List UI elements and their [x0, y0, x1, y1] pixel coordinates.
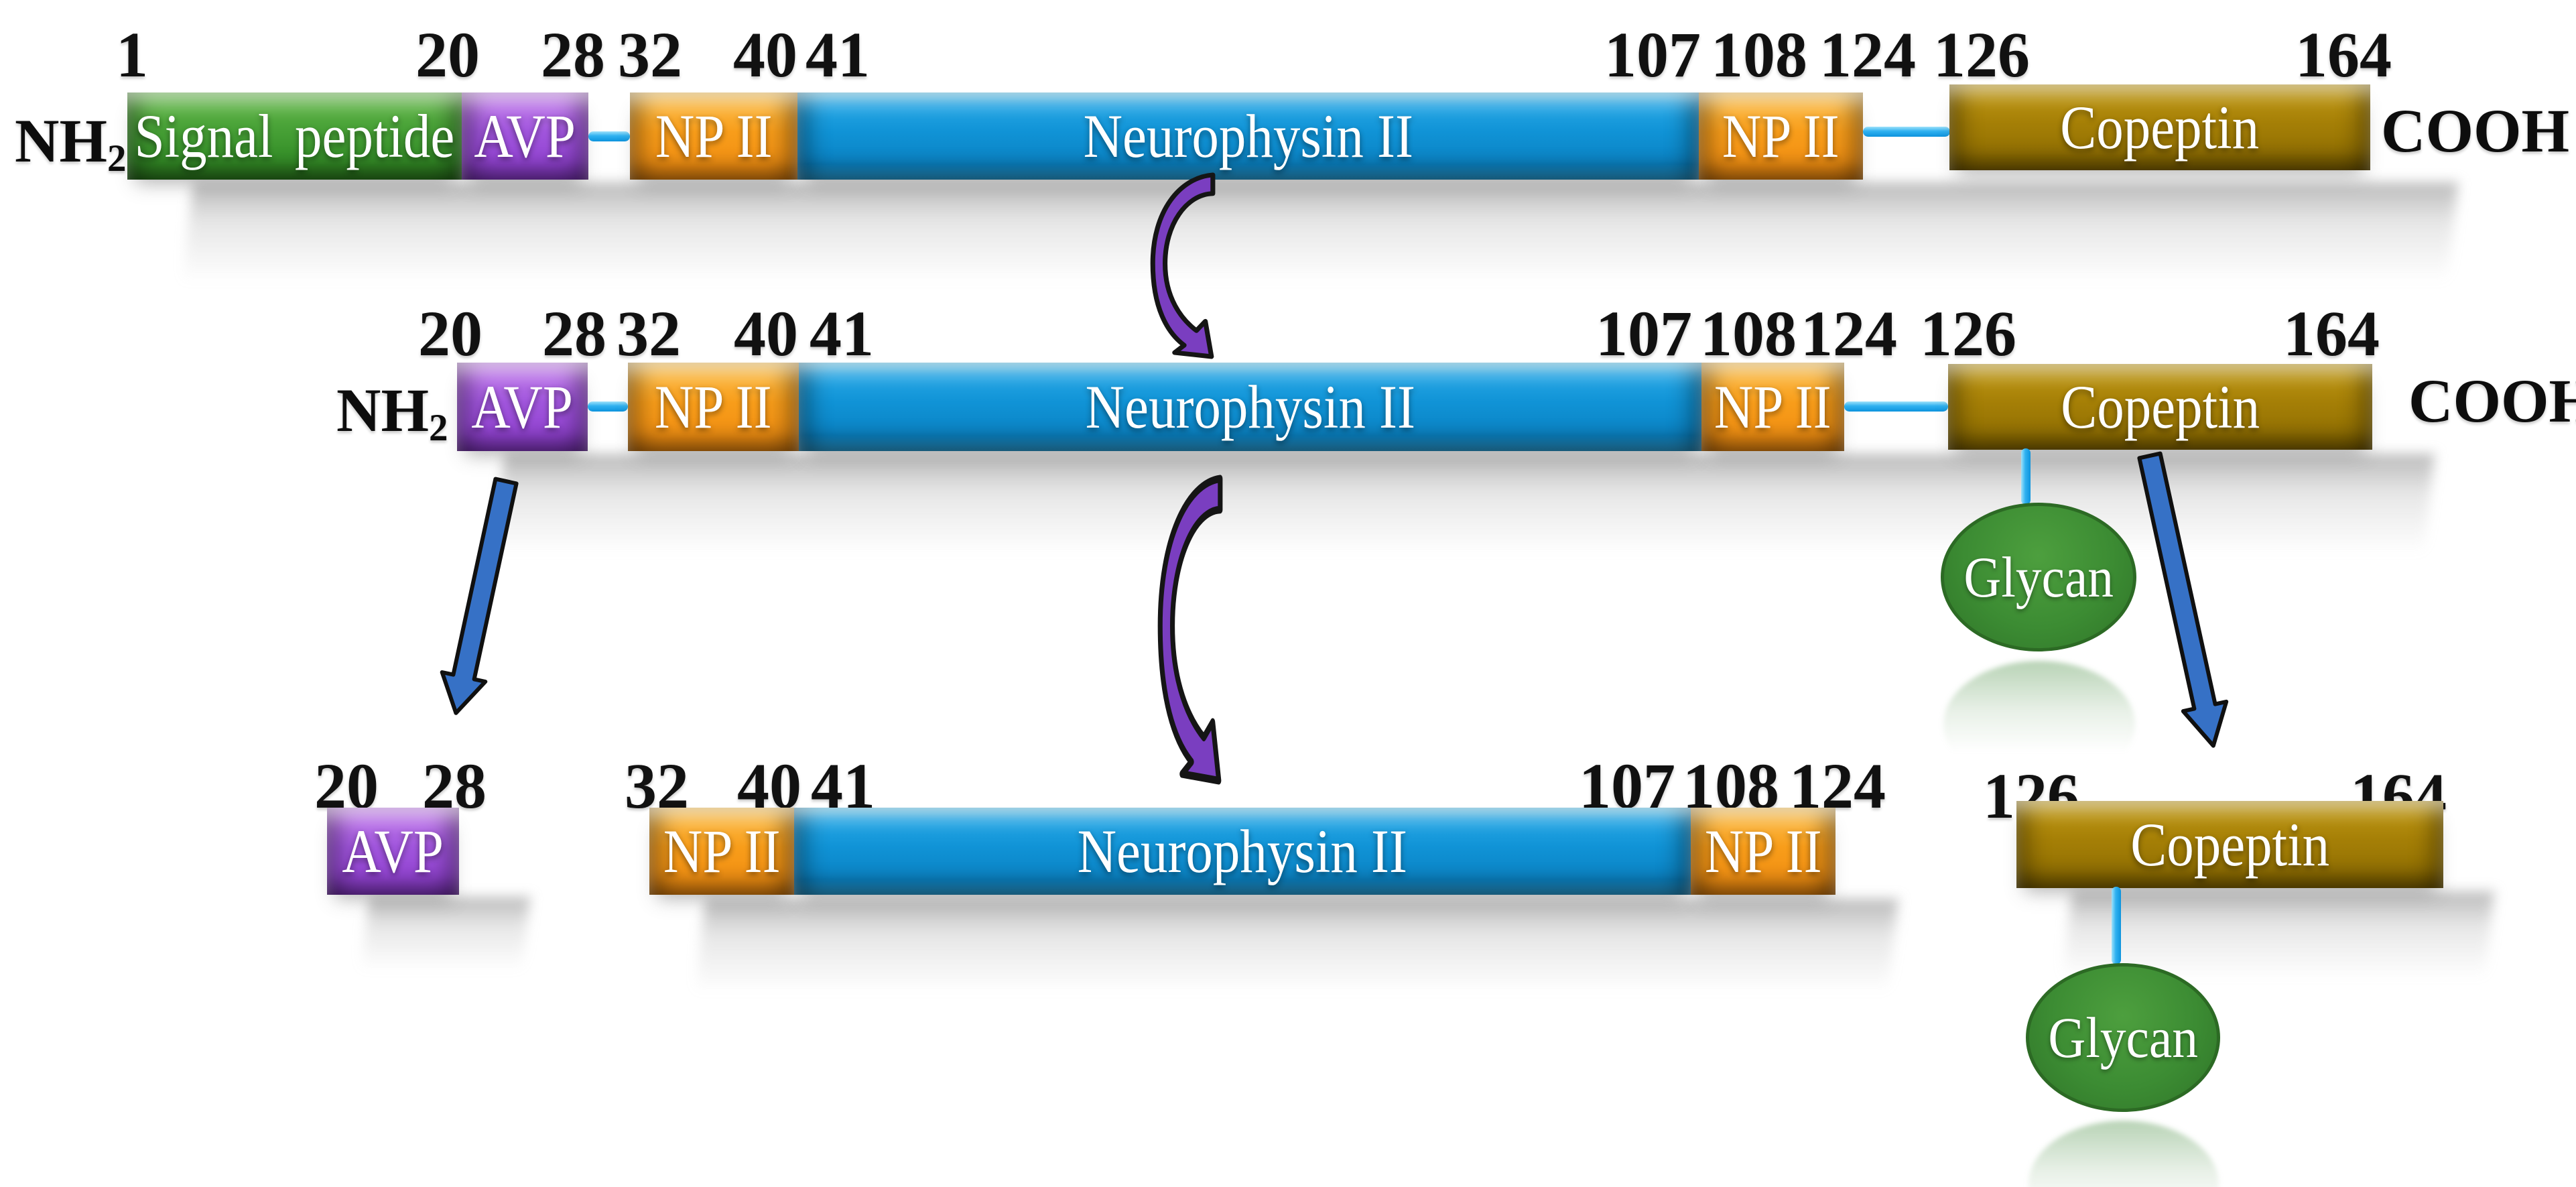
row1-residue-20: 20 [415, 19, 480, 90]
row3-bar-shadow [695, 899, 1898, 993]
row3-glycan-reflection [2028, 1121, 2219, 1187]
row2-glycan-reflection [1943, 661, 2135, 788]
row1-backbone-link-left [588, 131, 630, 141]
row1-signal-peptide-box: Signal peptide [127, 92, 462, 180]
release-arrow-avp [436, 476, 523, 717]
row1-residue-41: 41 [806, 19, 870, 90]
row1-residue-107: 107 [1604, 19, 1701, 90]
row1-backbone-link-right [1863, 127, 1950, 137]
cleavage-arrow-neurophysin [1151, 473, 1226, 785]
row1-residue-108: 108 [1711, 19, 1807, 90]
row2-residue-32: 32 [617, 298, 681, 369]
row2-residue-108: 108 [1700, 298, 1797, 369]
row1-npii-right-box: NP II [1699, 92, 1863, 180]
row2-residue-164: 164 [2283, 298, 2380, 369]
row1-neurophysin-bar: Neurophysin II [797, 92, 1699, 180]
cleavage-arrow-signal-peptide [1144, 172, 1219, 359]
release-arrow-copeptin [2137, 450, 2232, 755]
row2-avp-box: AVP [457, 363, 588, 451]
row2-residue-41: 41 [810, 298, 874, 369]
row2-residue-28: 28 [542, 298, 606, 369]
row3-glycan-stem [2112, 887, 2121, 964]
row3-residue-41: 41 [811, 750, 875, 822]
row2-copeptin-box: Copeptin [1948, 364, 2372, 450]
row3-avp-shadow [361, 897, 530, 971]
row2-nh2-label: NH2 [336, 376, 448, 449]
row3-residue-28: 28 [422, 750, 487, 822]
row2-residue-40: 40 [734, 298, 798, 369]
row1-shadow [182, 182, 2458, 283]
row2-residue-107: 107 [1596, 298, 1692, 369]
row1-npii-left-box: NP II [630, 92, 797, 180]
row1-residue-1: 1 [116, 19, 148, 90]
row1-residue-124: 124 [1819, 19, 1916, 90]
row2-backbone-link-right [1844, 401, 1948, 412]
row1-nh2-label: NH2 [15, 107, 127, 180]
row2-cooh-label: COOH [2408, 367, 2576, 435]
row2-glycan-stem [2021, 448, 2031, 505]
row3-residue-32: 32 [625, 750, 689, 822]
row3-residue-124: 124 [1789, 750, 1886, 822]
row2-residue-124: 124 [1801, 298, 1897, 369]
row1-avp-box: AVP [462, 92, 588, 180]
row1-copeptin-box: Copeptin [1949, 84, 2370, 170]
row2-neurophysin-bar: Neurophysin II [799, 363, 1701, 451]
row3-residue-108: 108 [1683, 750, 1779, 822]
row2-npii-right-box: NP II [1701, 363, 1844, 451]
row3-avp-box: AVP [327, 808, 459, 895]
row1-residue-32: 32 [618, 19, 682, 90]
row2-residue-126: 126 [1920, 298, 2016, 369]
row2-glycan: Glycan [1941, 503, 2136, 651]
row1-residue-28: 28 [541, 19, 605, 90]
row3-residue-107: 107 [1579, 750, 1675, 822]
row3-glycan: Glycan [2026, 963, 2220, 1112]
row2-residue-20: 20 [418, 298, 482, 369]
row2-backbone-link-left [588, 401, 628, 412]
row3-npii-right-box: NP II [1691, 808, 1836, 895]
row1-residue-126: 126 [1933, 19, 2030, 90]
row3-npii-left-box: NP II [649, 808, 794, 895]
row3-copeptin-box: Copeptin [2016, 801, 2443, 888]
row3-residue-40: 40 [737, 750, 801, 822]
row3-residue-20: 20 [314, 750, 379, 822]
row1-residue-40: 40 [733, 19, 797, 90]
row1-cooh-label: COOH [2381, 97, 2570, 165]
row2-npii-left-box: NP II [628, 363, 799, 451]
row1-residue-164: 164 [2295, 19, 2392, 90]
row3-neurophysin-bar: Neurophysin II [794, 808, 1691, 895]
